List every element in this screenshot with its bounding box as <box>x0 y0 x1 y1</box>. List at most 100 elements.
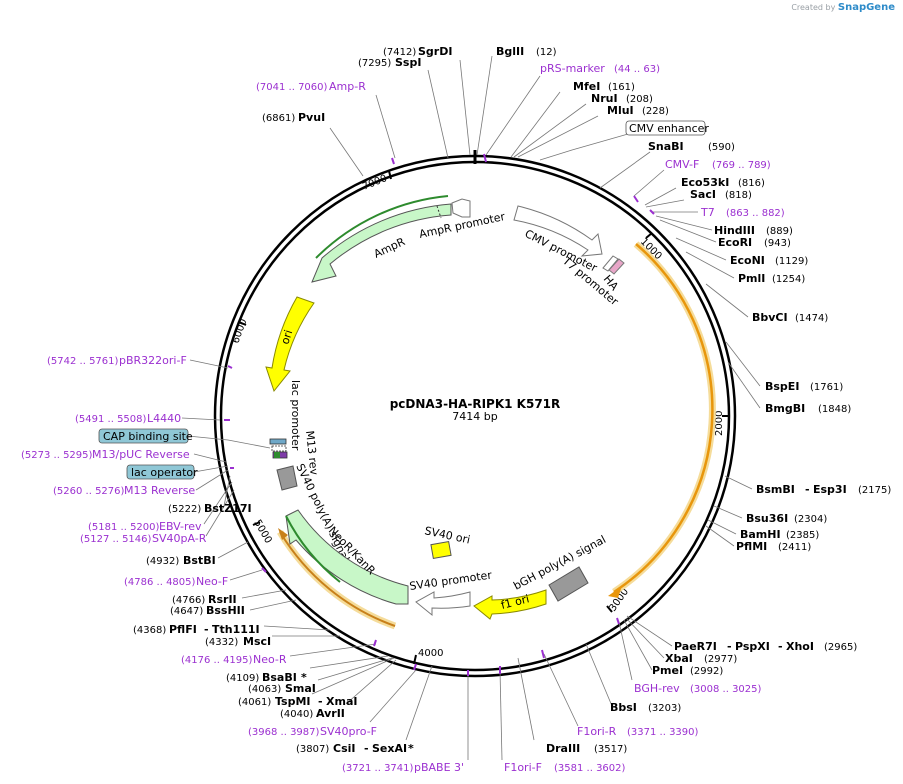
bsshii-name: BssHII <box>206 604 245 617</box>
draiii-num: (3517) <box>594 744 627 755</box>
snabi-num: (590) <box>708 142 735 153</box>
neo-f-num: (4786 .. 4805) <box>124 577 196 588</box>
prs-marker-name: pRS-marker <box>540 62 605 75</box>
leader-snabi <box>599 151 651 189</box>
bbsi-num: (3203) <box>648 703 681 714</box>
leader-cap-binding <box>187 435 271 449</box>
pspxi-name: PspXI <box>735 640 770 653</box>
leader-l4440 <box>181 417 221 421</box>
mfei-num: (161) <box>608 82 635 93</box>
paer7i-num: (2965) <box>824 642 857 653</box>
xhoi-name: XhoI <box>786 640 814 653</box>
bglii-num: (12) <box>536 47 557 58</box>
cmv-f-name: CMV-F <box>665 158 699 171</box>
feature-label-sv40-promoter: SV40 promoter <box>409 568 494 592</box>
feature-label-m13-rev: M13 rev <box>303 430 321 476</box>
leader-f1ori-r <box>543 653 579 727</box>
bgh-rev-name: BGH-rev <box>634 682 680 695</box>
bsmbi-sep: - <box>805 483 810 496</box>
leader-bsmbi <box>724 475 753 490</box>
leader-xbai <box>625 617 665 659</box>
ebv-rev-name: EBV-rev <box>159 520 202 533</box>
lac-operator-marker <box>274 452 280 458</box>
bbsi-name: BbsI <box>610 701 637 714</box>
leader-sspi <box>427 69 449 159</box>
leader-bglii <box>476 55 493 156</box>
plasmid-name: pcDNA3-HA-RIPK1 K571R <box>390 397 561 411</box>
pflfi-name: PflFI <box>169 623 197 636</box>
leader-prs-marker <box>485 75 541 156</box>
bsu36i-name: Bsu36I <box>746 512 788 525</box>
sexai-star: * <box>408 742 414 755</box>
bsshii-num: (4647) <box>170 606 203 617</box>
sv40pro-f-name: SV40pro-F <box>320 725 377 738</box>
neo-arc <box>279 531 396 627</box>
bspei-name: BspEI <box>765 380 799 393</box>
lac-promoter-marker <box>271 445 287 452</box>
pbabe3-num: (3721 .. 3741) <box>342 763 414 774</box>
hindiii-name: HindIII <box>714 224 755 237</box>
tick-mark-1000 <box>645 232 653 239</box>
f1ori-r-name: F1ori-R <box>577 725 617 738</box>
draiii-name: DraIII <box>546 742 580 755</box>
l4440-name: L4440 <box>147 412 181 425</box>
labels-bottom-right: PaeR7I - PspXI - XhoI (2965) XbaI (2977)… <box>504 640 857 774</box>
insert-arrowhead <box>608 586 622 598</box>
primer-tick-t7 <box>649 209 655 215</box>
neo-r-name: Neo-R <box>253 653 287 666</box>
prs-marker-num: (44 .. 63) <box>614 64 660 75</box>
leader-bbsi <box>585 643 613 707</box>
saci-name: SacI <box>690 188 716 201</box>
pbr322ori-f-name: pBR322ori-F <box>119 354 187 367</box>
mlui-num: (228) <box>642 106 669 117</box>
primer-tick-prs-marker <box>483 153 487 163</box>
ebv-rev-num: (5181 .. 5200) <box>88 522 160 533</box>
nrui-name: NruI <box>591 92 618 105</box>
bsu36i-num: (2304) <box>794 514 827 525</box>
leader-bbvci <box>705 283 749 318</box>
labels-bottom-left: (4176 .. 4195) Neo-R (4332) MscI (4368) … <box>21 354 287 666</box>
bsabi-star: * <box>301 671 307 684</box>
bbvci-num: (1474) <box>795 313 828 324</box>
f1ori-f-num: (3581 .. 3602) <box>554 763 626 774</box>
feature-label-ampr: AmpR <box>372 235 408 261</box>
msci-num: (4332) <box>205 637 238 648</box>
leader-nrui <box>513 103 587 158</box>
csii-sep: - <box>364 742 369 755</box>
tth111i-name: Tth111I <box>212 623 260 636</box>
leader-csii <box>405 665 433 741</box>
bsabi-name: BsaBI <box>262 671 297 684</box>
leader-eco53ki <box>644 187 677 206</box>
primer-tick-cmv-f <box>633 195 639 203</box>
ampr-strand-line <box>315 195 449 259</box>
leader-bsabi <box>309 655 389 669</box>
leader-pbr322ori-f <box>189 359 229 369</box>
leader-saci <box>645 199 685 208</box>
bmgbi-name: BmgBI <box>765 402 805 415</box>
cmv-enhancer-box <box>625 120 706 136</box>
bstz17i-num: (5222) <box>168 504 201 515</box>
bstbi-num: (4932) <box>146 556 179 567</box>
pflfi-num: (4368) <box>133 625 166 636</box>
leader-ecori <box>659 219 717 243</box>
labels-right: BbvCI (1474) BspEI (1761) BmgBI (1848) B… <box>736 311 891 553</box>
bsmbi-num: (2175) <box>858 485 891 496</box>
ecori-num: (943) <box>764 238 791 249</box>
smai-num: (4063) <box>248 684 281 695</box>
sgrdi-name: SgrDI <box>418 45 452 58</box>
bstz17i-name: BstZ17I <box>204 502 252 515</box>
pbr322ori-f-num: (5742 .. 5761) <box>47 356 119 367</box>
sspi-num: (7295) <box>358 58 391 69</box>
leader-lac-operator <box>193 465 229 473</box>
amp-r-name: Amp-R <box>329 80 366 93</box>
neo-arc-arrowhead <box>278 528 288 540</box>
leader-bstbi <box>217 541 249 559</box>
leader-bspei <box>725 341 761 387</box>
leader-neo-f <box>229 569 263 581</box>
bstbi-name: BstBI <box>183 554 216 567</box>
tick-mark-5000 <box>252 521 261 526</box>
feature-label-ori: ori <box>278 328 295 346</box>
brand-prefix: Created by <box>791 3 836 12</box>
primer-tick-neo-r <box>373 639 377 647</box>
